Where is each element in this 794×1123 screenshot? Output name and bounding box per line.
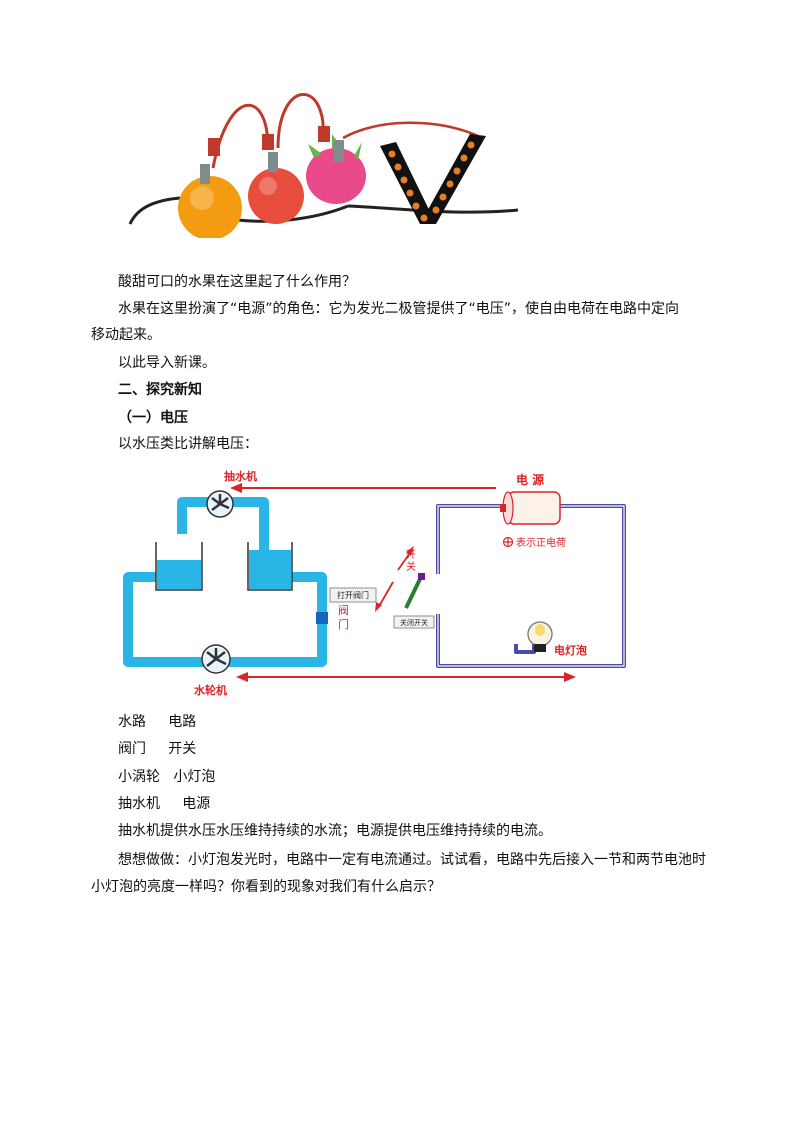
analogy-intro: 以水压类比讲解电压： xyxy=(118,436,258,452)
comparison-electric: 开关 xyxy=(168,741,197,757)
valve-label-1: 阀 xyxy=(338,603,349,617)
switch-label-2: 关 xyxy=(406,560,416,573)
thinking-paragraph-line1: 想想做做：小灯泡发光时，电路中一定有电流通过。试试看，电路中先后接入一节和两节电… xyxy=(118,852,706,868)
fruit-battery-photo xyxy=(128,93,519,238)
thinking-paragraph-line2: 小灯泡的亮度一样吗？你看到的现象对我们有什么启示？ xyxy=(91,879,441,895)
subsection-heading: （一）电压 xyxy=(118,410,188,426)
question-paragraph: 酸甜可口的水果在这里起了什么作用？ xyxy=(118,274,356,290)
comparison-electric: 电路 xyxy=(168,714,197,730)
open-valve-button[interactable]: 打开阀门 xyxy=(337,590,369,600)
comparison-row: 小涡轮 小灯泡 xyxy=(118,767,215,787)
comparison-electric: 电源 xyxy=(182,796,211,812)
comparison-row: 抽水机 电源 xyxy=(118,794,210,814)
comparison-row: 阀门 开关 xyxy=(118,739,196,759)
intro-paragraph: 以此导入新课。 xyxy=(118,355,216,371)
comparison-water: 小涡轮 xyxy=(118,769,160,785)
turbine-label: 水轮机 xyxy=(194,683,227,697)
answer-paragraph-line2: 移动起来。 xyxy=(91,327,161,343)
comparison-electric: 小灯泡 xyxy=(173,769,216,785)
water-electric-analogy-diagram: 抽水机 电 源 表示正电荷 开 关 打开阀门 阀 门 关闭开关 电灯泡 水轮机 xyxy=(123,469,626,697)
close-switch-button[interactable]: 关闭开关 xyxy=(400,618,428,627)
comparison-water: 阀门 xyxy=(118,741,146,757)
source-label: 电 源 xyxy=(516,472,544,487)
pump-label: 抽水机 xyxy=(224,469,257,483)
comparison-water: 水路 xyxy=(118,714,146,730)
switch-label-1: 开 xyxy=(406,550,416,561)
answer-paragraph-line1: 水果在这里扮演了“电源”的角色：它为发光二极管提供了“电压”，使自由电荷在电路中… xyxy=(118,301,680,317)
positive-charge-label: 表示正电荷 xyxy=(516,536,566,549)
valve-label-2: 门 xyxy=(338,617,349,631)
conclusion-paragraph: 抽水机提供水压水压维持持续的水流；电源提供电压维持持续的电流。 xyxy=(118,823,552,839)
comparison-water: 抽水机 xyxy=(118,796,160,812)
comparison-row: 水路 电路 xyxy=(118,712,196,732)
section-heading: 二、探究新知 xyxy=(118,382,202,398)
bulb-label: 电灯泡 xyxy=(554,643,587,657)
